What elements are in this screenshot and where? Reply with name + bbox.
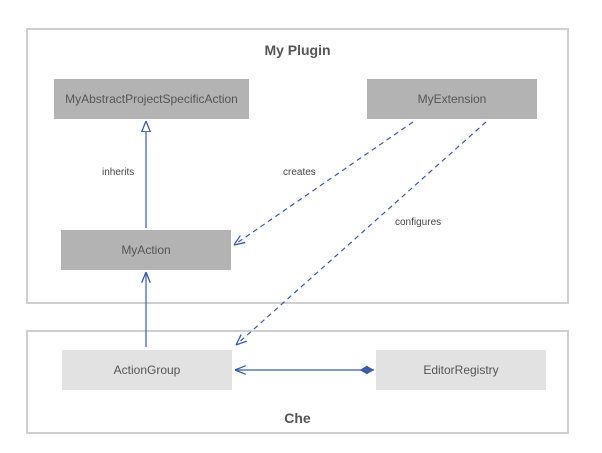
edge-configures — [236, 121, 487, 345]
group-title-che: Che — [284, 410, 311, 426]
node-action-group[interactable]: ActionGroup — [62, 350, 232, 390]
group-title-my-plugin: My Plugin — [264, 42, 331, 58]
node-my-action[interactable]: MyAction — [61, 230, 231, 270]
edge-creates — [234, 121, 414, 245]
edge-label-configures: configures — [395, 217, 442, 228]
edge-label-creates: creates — [283, 167, 316, 178]
edge-label-inherits: inherits — [102, 167, 135, 178]
node-my-extension[interactable]: MyExtension — [367, 79, 537, 119]
node-my-abstract-project-specific-action[interactable]: MyAbstractProjectSpecificAction — [54, 79, 249, 119]
node-editor-registry[interactable]: EditorRegistry — [376, 350, 546, 390]
